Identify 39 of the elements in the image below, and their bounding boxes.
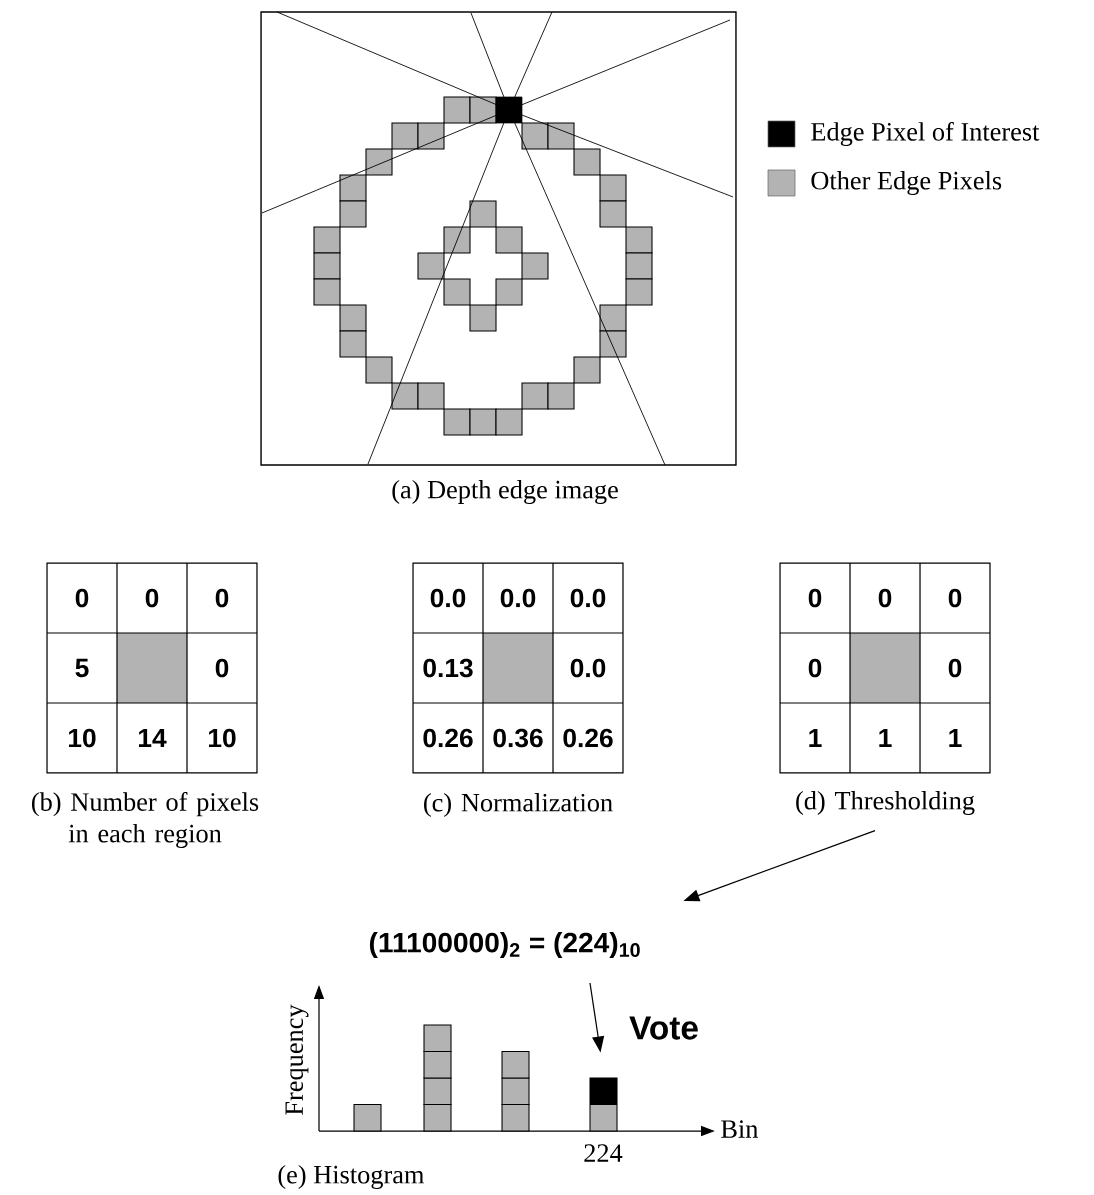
cell-value: 0.0 bbox=[430, 588, 466, 608]
cell-value: 0 bbox=[878, 588, 892, 608]
cell-value: 0 bbox=[145, 588, 159, 608]
grid-box bbox=[412, 562, 624, 774]
cell-value: 0 bbox=[215, 658, 229, 678]
axis-label: Frequency bbox=[285, 1004, 309, 1115]
legend-text: Other Edge Pixels bbox=[811, 171, 1002, 195]
grid-box bbox=[46, 562, 258, 774]
vote-bar bbox=[589, 1077, 618, 1132]
cell-value: 0.0 bbox=[570, 658, 606, 678]
cell-value: 0 bbox=[215, 588, 229, 608]
cell-value: 1 bbox=[949, 728, 962, 748]
caption: (c) Normalization bbox=[424, 793, 613, 817]
caption: (b) Number of pixels in each region bbox=[32, 792, 259, 848]
cell-value: 10 bbox=[69, 728, 96, 748]
cell-value: 0.26 bbox=[423, 728, 473, 748]
cell-value: 1 bbox=[809, 728, 822, 748]
cell-value: 0.36 bbox=[493, 728, 543, 748]
cell-value: 10 bbox=[209, 728, 236, 748]
cell-value: 0 bbox=[75, 588, 89, 608]
edge-label: Vote bbox=[627, 1014, 701, 1042]
axis-label: Bin bbox=[721, 1120, 759, 1138]
legend-text: Edge Pixel of Interest bbox=[811, 121, 1040, 147]
cell-value: 0 bbox=[808, 588, 822, 608]
cell-value: 1 bbox=[879, 728, 892, 748]
cell-value: 0 bbox=[948, 658, 962, 678]
caption: (d) Thresholding bbox=[796, 791, 975, 815]
caption: (e) Histogram bbox=[278, 1165, 425, 1189]
cell-value: 0 bbox=[808, 658, 822, 678]
cell-value: 0.0 bbox=[500, 588, 536, 608]
cell-value: 14 bbox=[139, 728, 167, 748]
cell-value: 5 bbox=[75, 658, 89, 678]
cell-value: 0.26 bbox=[563, 728, 613, 748]
cell-value: 0 bbox=[948, 588, 962, 608]
cell-value: 0.13 bbox=[423, 658, 473, 678]
grid-box bbox=[779, 562, 991, 774]
binary-formula: (11100000)$_{2}$ = (224)$_{10}$ bbox=[369, 931, 640, 959]
caption: (a) Depth edge image bbox=[392, 480, 618, 504]
cell-value: 0.0 bbox=[570, 588, 606, 608]
